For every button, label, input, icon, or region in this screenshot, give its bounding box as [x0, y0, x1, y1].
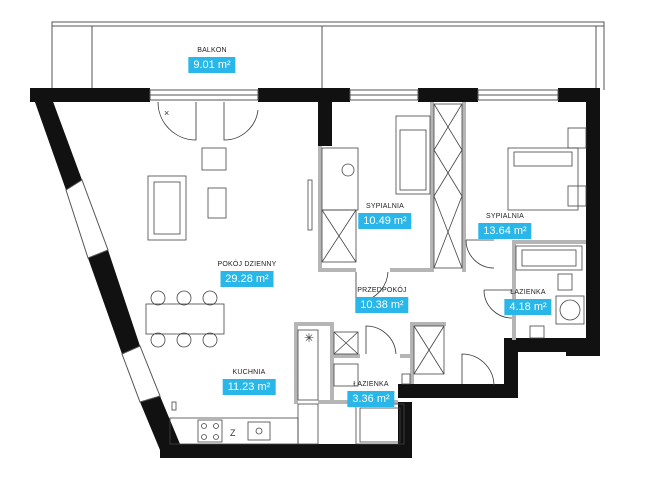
room-area: 29.28 m² — [220, 271, 274, 287]
room-area: 4.18 m² — [504, 299, 552, 315]
room-label-pokoj-dzienny: POKÓJ DZIENNY 29.28 m² — [218, 260, 277, 287]
room-area: 9.01 m² — [188, 57, 236, 73]
room-name: KUCHNIA — [232, 369, 266, 376]
furniture — [145, 103, 587, 445]
room-name: ŁAZIENKA — [353, 381, 389, 388]
windows — [65, 89, 559, 403]
room-label-sypialnia-2: SYPIALNIA 13.64 m² — [478, 212, 532, 239]
room-label-lazienka-2: ŁAZIENKA 3.36 m² — [347, 380, 395, 407]
room-name: POKÓJ DZIENNY — [217, 261, 277, 268]
room-area: 3.36 m² — [347, 391, 395, 407]
room-label-sypialnia-1: SYPIALNIA 10.49 m² — [358, 202, 412, 229]
room-name: PRZEDPOKÓJ — [357, 287, 407, 294]
room-label-lazienka-1: ŁAZIENKA 4.18 m² — [504, 288, 552, 315]
room-name: ŁAZIENKA — [510, 289, 546, 296]
room-name: BALKON — [197, 47, 227, 54]
balcony — [51, 21, 605, 92]
room-name: SYPIALNIA — [486, 213, 524, 220]
room-label-przedpokoj: PRZEDPOKÓJ 10.38 m² — [355, 286, 409, 313]
entrance-arrow-icon — [478, 386, 488, 398]
room-area: 10.49 m² — [358, 213, 412, 229]
room-label-kuchnia: KUCHNIA 11.23 m² — [222, 368, 276, 395]
room-area: 13.64 m² — [478, 223, 532, 239]
snowflake-icon: ✳ — [304, 331, 314, 345]
room-area: 11.23 m² — [222, 379, 276, 395]
room-label-balkon: BALKON 9.01 m² — [188, 46, 236, 73]
room-name: SYPIALNIA — [366, 203, 404, 210]
washer-mark: Z — [230, 428, 236, 438]
room-area: 10.38 m² — [355, 297, 409, 313]
exterior-walls — [30, 88, 600, 458]
fixture-marks: ✳ × Z — [164, 108, 314, 438]
balcony-door-mark: × — [164, 108, 169, 118]
doors — [157, 101, 513, 387]
